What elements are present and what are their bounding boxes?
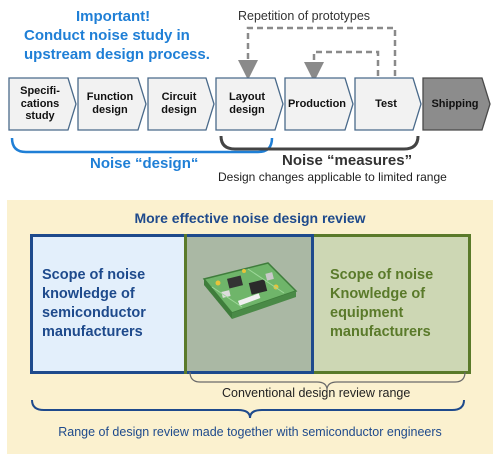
review-title: More effective noise design review	[134, 210, 366, 226]
step-specifications-shape	[8, 77, 77, 131]
semiconductor-scope-text: Scope of noise knowledge of semiconducto…	[42, 267, 146, 340]
repetition-loop-inner	[304, 50, 380, 82]
conventional-bracket	[189, 371, 466, 391]
step-circuit-shape	[147, 77, 215, 131]
range-together-label: Range of design review made together wit…	[58, 425, 442, 439]
semiconductor-scope-box	[30, 234, 188, 374]
important-heading: Important!	[76, 8, 151, 25]
step-layout-shape	[215, 77, 284, 131]
repetition-loop-outer	[238, 26, 397, 80]
circuit-board-image	[202, 262, 298, 319]
repetition-label: Repetition of prototypes	[238, 9, 371, 23]
step-shipping-shape	[422, 77, 491, 131]
overlap-outline	[184, 234, 314, 374]
noise-measures-bracket	[219, 135, 420, 151]
step-function-shape	[77, 77, 147, 131]
step-shipping: Shipping	[431, 97, 479, 110]
important-line-3: upstream design process.	[24, 46, 210, 63]
equipment-left-edge	[184, 234, 187, 374]
conventional-range-label: Conventional design review range	[222, 386, 411, 400]
range-together-bracket	[31, 399, 465, 419]
step-production: Production	[287, 97, 347, 110]
noise-design-label: Noise “design“	[90, 155, 199, 172]
noise-design-bracket	[10, 137, 274, 154]
noise-measures-label: Noise “measures”	[282, 152, 413, 169]
process-flow-graphics	[8, 26, 491, 154]
step-test-shape	[354, 77, 422, 131]
step-production-shape	[284, 77, 354, 131]
design-changes-label: Design changes applicable to limited ran…	[218, 170, 447, 184]
review-brackets	[31, 371, 466, 419]
equipment-scope-text: Scope of noise Knowledge of equipment ma…	[330, 267, 434, 340]
important-line-2: Conduct noise study in	[24, 27, 190, 44]
step-test: Test	[375, 97, 397, 110]
